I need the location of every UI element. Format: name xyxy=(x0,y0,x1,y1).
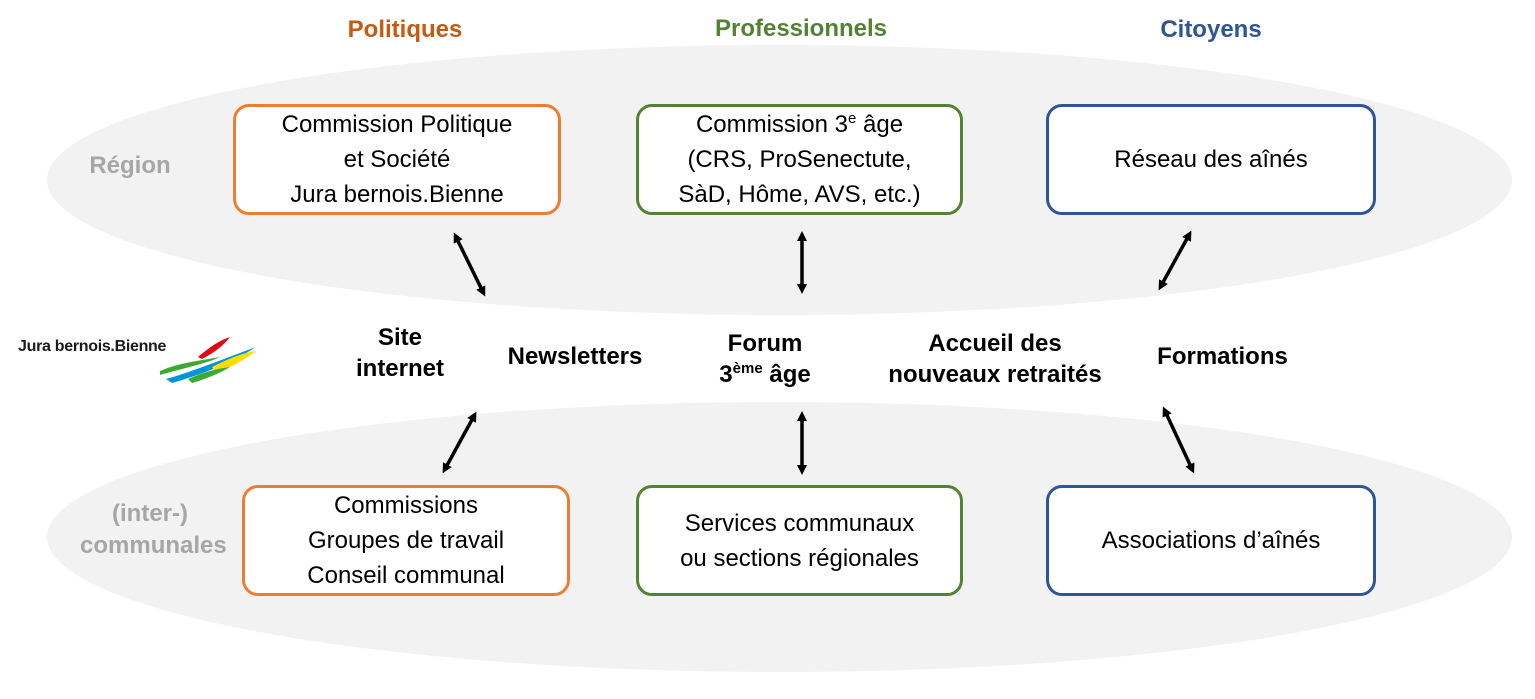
channel-line: nouveaux retraités xyxy=(888,361,1102,388)
box-services-communaux: Services communaux ou sections régionale… xyxy=(636,485,963,596)
channel-line: 3ème âge xyxy=(690,359,840,390)
box-line: (CRS, ProSenectute, xyxy=(687,146,912,173)
channel-text: 3 xyxy=(719,361,733,388)
box-line: Commission Politique xyxy=(281,111,513,138)
box-line: Commissions xyxy=(333,492,478,519)
channel-forum-3e-age: Forum 3ème âge xyxy=(690,328,840,390)
box-superscript: e xyxy=(847,110,857,127)
box-commissions-communales: Commissions Groupes de travail Conseil c… xyxy=(242,485,570,596)
level-label-communal-line1: (inter-) xyxy=(112,500,188,527)
logo-swoosh-icon xyxy=(160,337,256,383)
channel-line: Site xyxy=(377,324,422,351)
box-line: Conseil communal xyxy=(307,562,505,589)
box-line: Réseau des aînés xyxy=(1114,146,1308,173)
jura-bernois-bienne-logo: Jura bernois.Bienne xyxy=(18,333,258,385)
box-line: SàD, Hôme, AVS, etc.) xyxy=(678,181,921,208)
channel-text: âge xyxy=(762,361,811,388)
level-label-communal-line2: communales xyxy=(80,532,227,559)
box-commission-politique: Commission Politique et Société Jura ber… xyxy=(233,104,561,215)
channel-formations: Formations xyxy=(1157,343,1288,370)
box-line: Services communaux xyxy=(684,509,915,537)
box-text: âge xyxy=(856,111,904,138)
header-professionnels: Professionnels xyxy=(714,15,888,42)
header-politiques: Politiques xyxy=(347,16,463,43)
logo-text: Jura bernois.Bienne xyxy=(18,338,167,355)
box-reseau-aines: Réseau des aînés xyxy=(1046,104,1376,215)
box-line: Jura bernois.Bienne xyxy=(290,181,504,208)
box-line: ou sections régionales xyxy=(680,544,919,572)
channel-accueil-nouveaux-retraites: Accueil des nouveaux retraités xyxy=(875,328,1115,390)
channel-line: internet xyxy=(355,355,444,382)
channel-line: Accueil des xyxy=(928,330,1062,357)
channel-line: Forum xyxy=(727,330,803,357)
channel-site-internet: Site internet xyxy=(330,322,470,384)
box-associations-aines: Associations d’aînés xyxy=(1046,485,1376,596)
box-commission-3e-age: Commission 3e âge (CRS, ProSenectute, Sà… xyxy=(636,104,963,215)
channel-superscript: ème xyxy=(732,360,763,377)
channel-newsletters: Newsletters xyxy=(507,343,643,370)
box-text: Commission 3 xyxy=(695,111,848,138)
box-line: et Société xyxy=(343,146,451,173)
box-line: Commission 3e âge xyxy=(678,107,920,142)
box-line: Associations d’aînés xyxy=(1101,527,1321,554)
level-label-communal: (inter-) communales xyxy=(80,498,227,562)
header-citoyens: Citoyens xyxy=(1160,16,1262,43)
box-line: Groupes de travail xyxy=(307,527,505,554)
level-label-region: Région xyxy=(89,152,171,179)
